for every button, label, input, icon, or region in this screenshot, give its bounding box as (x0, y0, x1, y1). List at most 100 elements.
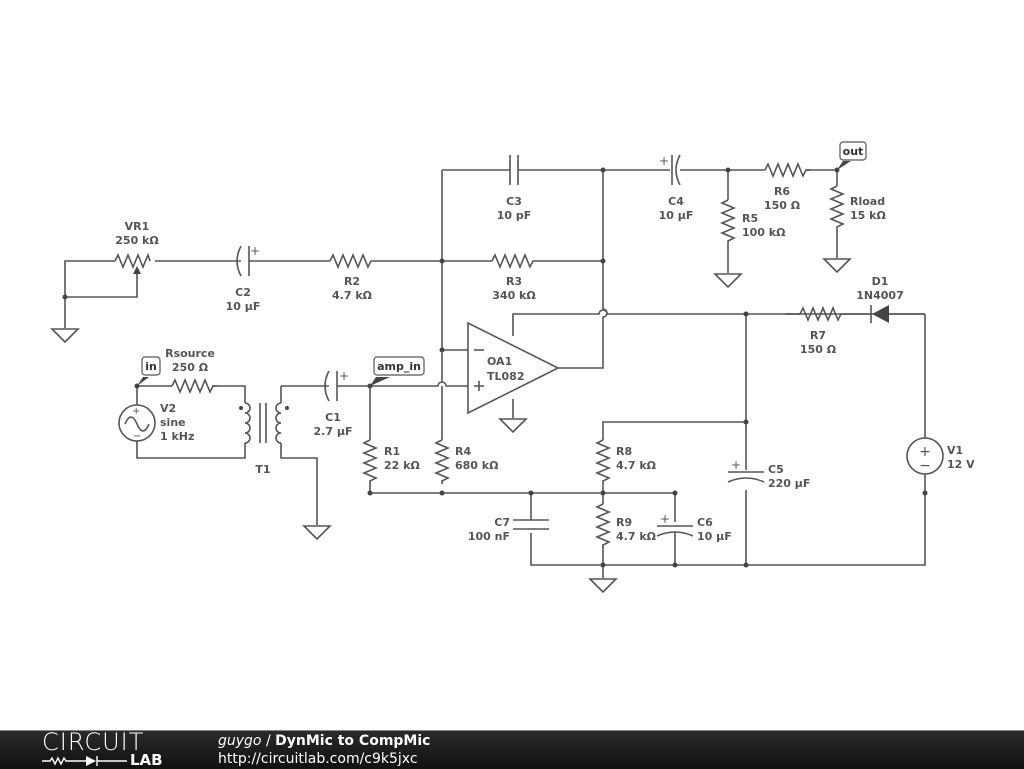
resistor-r2[interactable] (329, 252, 374, 270)
rsource-value: 250 Ω (172, 361, 209, 374)
c3-name: C3 (506, 195, 522, 208)
logo-text-circuit: CIRCUIT (42, 728, 145, 756)
author-link[interactable]: guygo (218, 733, 262, 749)
c4-name: C4 (668, 195, 684, 208)
ground-symbol (713, 273, 743, 289)
resistor-r5[interactable] (719, 199, 737, 244)
d1-name: D1 (872, 275, 889, 288)
c7-value: 100 nF (468, 530, 510, 543)
capacitor-c4[interactable]: + (659, 154, 681, 186)
svg-text:+: + (919, 444, 931, 460)
capacitor-c3[interactable] (509, 155, 519, 185)
c5-name: C5 (768, 463, 784, 476)
rload-value: 15 kΩ (850, 209, 886, 222)
capacitor-c5[interactable]: + (727, 458, 765, 483)
ground-symbol (822, 258, 852, 274)
opamp-oa1[interactable] (467, 321, 560, 415)
wires-source (136, 350, 675, 525)
svg-text:+: + (659, 154, 669, 168)
r1-value: 22 kΩ (384, 459, 420, 472)
r9-value: 4.7 kΩ (616, 530, 657, 543)
resistor-r6[interactable] (764, 161, 810, 179)
net-label-out[interactable]: out (837, 141, 867, 170)
logo-resistor-diode-icon (42, 756, 127, 766)
r2-value: 4.7 kΩ (332, 289, 373, 302)
capacitor-c2[interactable]: + (236, 244, 260, 277)
net-amp-in-text: amp_in (377, 360, 421, 373)
c5-value: 220 µF (768, 477, 810, 490)
c2-value: 10 µF (226, 300, 261, 313)
r4-value: 680 kΩ (455, 459, 499, 472)
r4-name: R4 (455, 445, 471, 458)
footer-bar: CIRCUIT LAB guygo / DynMic to CompMic ht… (0, 728, 1024, 769)
v2-frequency: 1 kHz (160, 430, 194, 443)
r8-name: R8 (616, 445, 632, 458)
sine-source-v2[interactable]: + − (118, 404, 156, 442)
resistor-r8[interactable] (594, 439, 612, 484)
r9-name: R9 (616, 516, 632, 529)
wires-opamp (372, 309, 925, 418)
diode-d1[interactable] (870, 305, 925, 323)
v2-name: V2 (160, 402, 176, 415)
wires-feedback (441, 169, 670, 369)
svg-text:+: + (339, 369, 349, 383)
net-label-amp-in[interactable]: amp_in (370, 356, 425, 386)
svg-text:−: − (133, 431, 141, 442)
svg-text:+: + (731, 458, 741, 472)
r8-value: 4.7 kΩ (616, 459, 657, 472)
v2-value: sine (160, 416, 186, 429)
svg-text:−: − (919, 458, 931, 474)
transformer-t1[interactable] (239, 402, 289, 444)
r1-name: R1 (384, 445, 400, 458)
schematic-canvas[interactable]: VR1 250 kΩ + C2 10 µF R2 4.7 kΩ C3 10 pF… (0, 0, 1024, 730)
c4-value: 10 µF (659, 209, 694, 222)
c2-name: C2 (235, 286, 251, 299)
ground-symbol (588, 578, 618, 594)
c6-name: C6 (697, 516, 713, 529)
potentiometer-vr1[interactable] (114, 252, 151, 274)
circuitlab-logo[interactable]: CIRCUIT LAB (42, 728, 182, 769)
r7-value: 150 Ω (800, 343, 837, 356)
ground-symbol (50, 328, 80, 344)
oa1-name: OA1 (487, 355, 512, 368)
resistor-r3[interactable] (491, 252, 536, 270)
wires-input (64, 260, 442, 328)
r2-name: R2 (344, 275, 360, 288)
circuit-url[interactable]: http://circuitlab.com/c9k5jxc (218, 751, 418, 767)
title-separator: / (261, 733, 276, 749)
capacitor-c7[interactable] (513, 519, 549, 530)
resistor-r4[interactable] (433, 439, 451, 484)
v1-value: 12 V (947, 458, 975, 471)
resistor-r1[interactable] (361, 439, 379, 484)
capacitor-c1[interactable]: + (324, 369, 349, 402)
resistor-r9[interactable] (594, 503, 612, 548)
c1-name: C1 (325, 411, 341, 424)
ground-symbol (498, 418, 528, 434)
ground-symbol (302, 525, 332, 541)
c1-value: 2.7 µF (314, 425, 353, 438)
wires-output (680, 169, 838, 273)
net-in-text: in (145, 360, 157, 373)
resistor-rsource[interactable] (171, 377, 217, 395)
c6-value: 10 µF (697, 530, 732, 543)
r6-value: 150 Ω (764, 199, 801, 212)
r3-value: 340 kΩ (492, 289, 536, 302)
resistor-rload[interactable] (828, 185, 846, 230)
net-out-text: out (843, 145, 864, 158)
t1-name: T1 (255, 463, 270, 476)
rload-name: Rload (850, 195, 885, 208)
d1-value: 1N4007 (856, 289, 903, 302)
resistor-r7[interactable] (799, 305, 845, 323)
dc-source-v1[interactable]: + − (906, 437, 944, 475)
r3-name: R3 (506, 275, 522, 288)
net-label-in[interactable]: in (137, 356, 161, 386)
c7-name: C7 (494, 516, 510, 529)
svg-text:+: + (250, 244, 260, 258)
r7-name: R7 (810, 329, 826, 342)
circuit-title: DynMic to CompMic (275, 733, 431, 749)
r5-name: R5 (742, 212, 758, 225)
capacitor-c6[interactable]: + (656, 512, 694, 537)
r5-value: 100 kΩ (742, 226, 786, 239)
c3-value: 10 pF (497, 209, 532, 222)
vr1-value: 250 kΩ (115, 234, 159, 247)
